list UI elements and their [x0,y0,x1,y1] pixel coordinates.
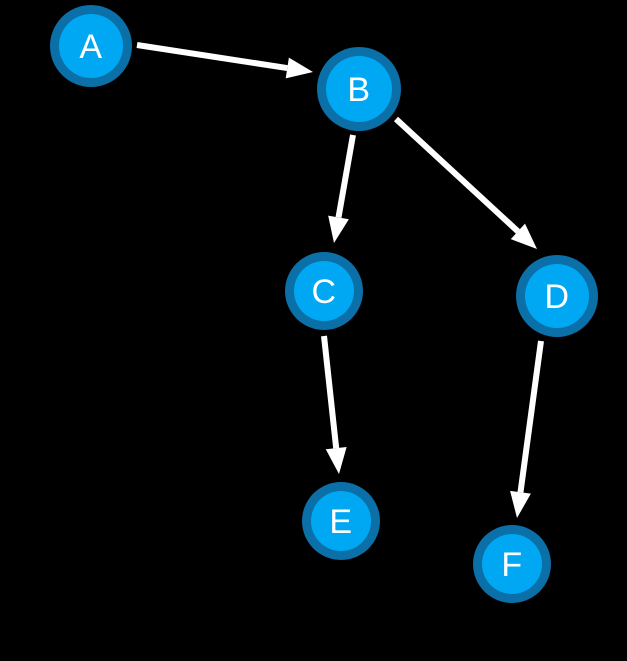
graph-node-e[interactable]: E [302,482,380,560]
arrowhead-icon [510,490,531,518]
edge-b-to-d [393,116,537,249]
edges-layer [136,42,544,518]
edge-shaft [321,335,340,449]
node-label: E [329,503,352,541]
node-label: F [501,546,522,584]
edge-d-to-f [510,340,544,518]
node-label: B [347,71,370,109]
nodes-layer: A B C D E F [50,5,598,603]
graph-node-c[interactable]: C [285,252,363,330]
arrowhead-icon [510,223,537,249]
arrowhead-icon [325,447,347,474]
edge-c-to-e [321,335,347,474]
edge-shaft [517,340,544,493]
graph-node-b[interactable]: B [317,47,401,131]
edge-shaft [393,116,520,234]
graph-node-f[interactable]: F [473,525,551,603]
edge-b-to-c [328,134,356,243]
node-label: C [311,273,336,311]
graph-node-d[interactable]: D [516,255,598,337]
node-fill [482,534,542,594]
arrowhead-icon [285,57,313,79]
edge-a-to-b [136,42,313,79]
node-label: A [79,28,102,66]
node-fill [525,264,589,328]
node-fill [326,56,392,122]
node-fill [294,261,354,321]
edge-shaft [136,42,288,72]
edge-shaft [335,134,356,218]
graph-node-a[interactable]: A [50,5,132,87]
arrowhead-icon [328,215,349,243]
node-fill [311,491,371,551]
node-label: D [544,278,569,316]
node-fill [59,14,123,78]
